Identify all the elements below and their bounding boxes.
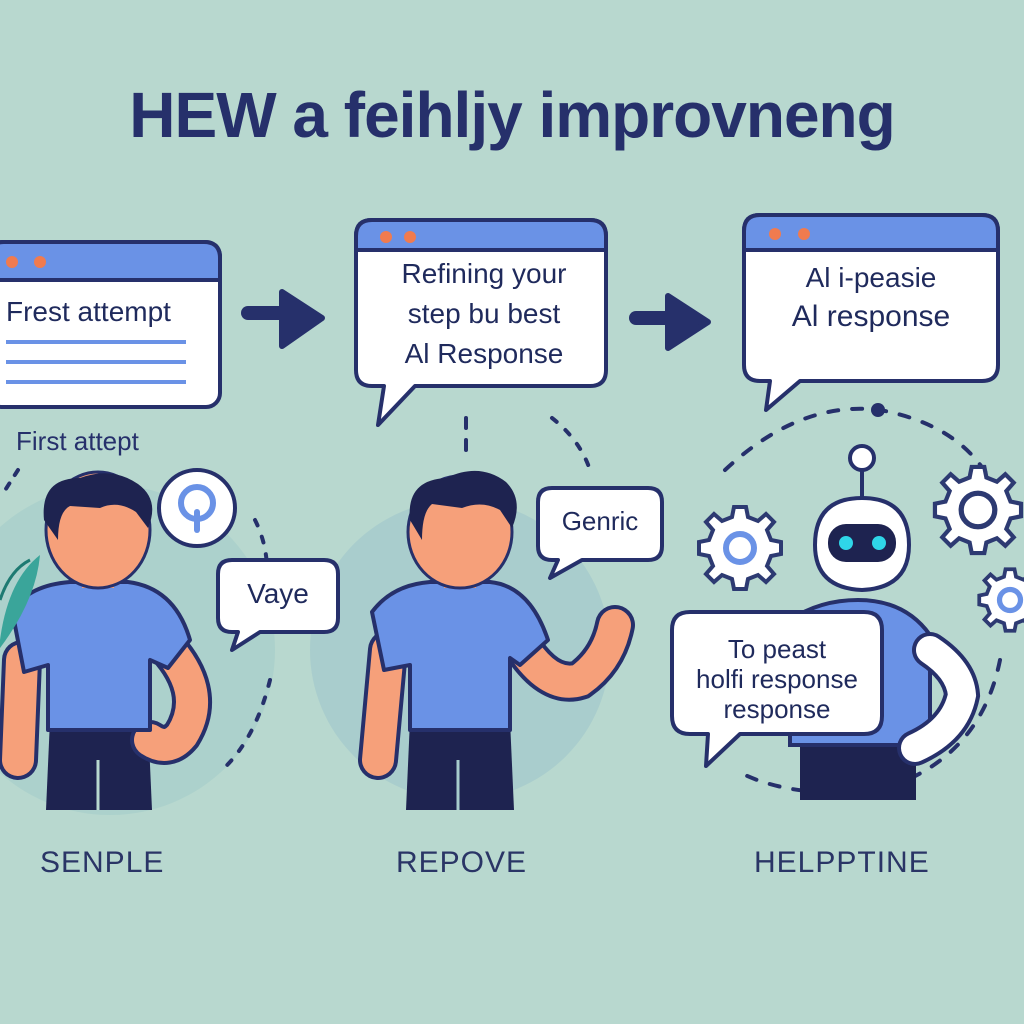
window-first-attempt bbox=[0, 240, 222, 409]
sub-label-first: First attept bbox=[16, 426, 139, 456]
caption-simple: SENPLE bbox=[40, 846, 165, 879]
person-first bbox=[0, 470, 213, 810]
robot-eye bbox=[839, 536, 853, 550]
bubble-helpful bbox=[670, 610, 884, 768]
bubble-generic bbox=[536, 486, 664, 580]
window-line-3: Al Response bbox=[404, 338, 564, 369]
dashed-connector-left-bottom bbox=[220, 678, 272, 772]
bubble-text-vague: Vaye bbox=[247, 578, 309, 609]
arrow-right-icon bbox=[629, 293, 711, 351]
gear-icon bbox=[977, 567, 1024, 633]
window-line-2: Al response bbox=[791, 300, 951, 333]
window-line-1: Al i-peasie bbox=[805, 262, 937, 293]
window-dot bbox=[380, 231, 392, 243]
page-title: HEW a feihljy improvneng bbox=[129, 79, 895, 151]
dashed-connector-mid-right bbox=[550, 416, 592, 472]
gear-icon bbox=[697, 505, 783, 591]
person-middle bbox=[358, 470, 635, 810]
window-dot bbox=[34, 256, 46, 268]
window-line-1: Refining your bbox=[401, 258, 567, 289]
window-dot bbox=[404, 231, 416, 243]
bubble-text-generic: Genric bbox=[561, 506, 639, 536]
bubble-line-2: holfi response bbox=[696, 664, 858, 694]
keyhole-icon bbox=[157, 468, 237, 548]
robot-eye bbox=[872, 536, 886, 550]
window-dot bbox=[798, 228, 810, 240]
gear-icon bbox=[932, 464, 1024, 556]
window-ai-response bbox=[742, 213, 1000, 412]
window-text-first: Frest attempt bbox=[6, 296, 171, 327]
dashed-connector-left-top bbox=[0, 468, 20, 497]
window-line-2: step bu best bbox=[407, 298, 561, 329]
window-dot bbox=[769, 228, 781, 240]
bubble-vague bbox=[216, 558, 340, 652]
leaf-icon bbox=[0, 555, 40, 648]
bubble-line-1: To peast bbox=[727, 634, 827, 664]
window-refining bbox=[354, 218, 608, 427]
window-dot bbox=[6, 256, 18, 268]
caption-improve: REPOVE bbox=[396, 846, 528, 879]
arrow-right-icon bbox=[241, 289, 325, 349]
bubble-line-3: response bbox=[723, 694, 831, 724]
caption-helpful: HELPPTINE bbox=[754, 846, 930, 879]
arc-dot bbox=[871, 403, 885, 417]
